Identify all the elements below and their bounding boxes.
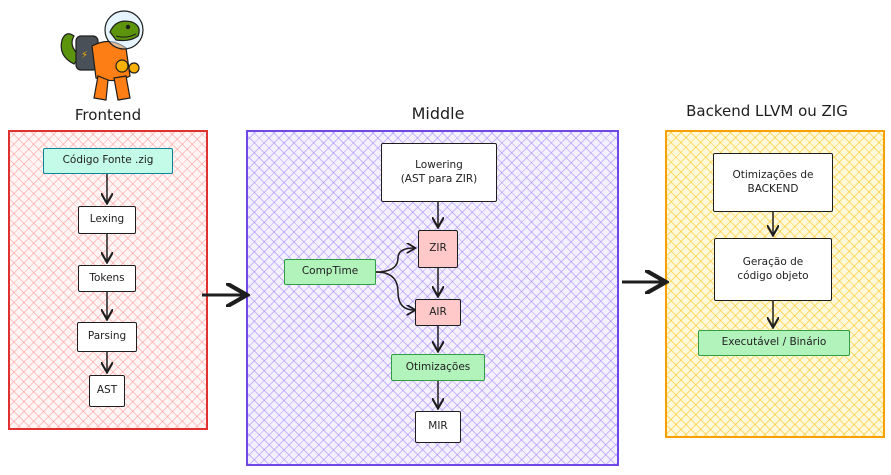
zig-mascot-icon: ⚡: [60, 10, 144, 101]
optimizations-node: Otimizações: [391, 354, 485, 381]
executable-node: Executável / Binário: [698, 330, 850, 356]
svg-text:⚡: ⚡: [81, 50, 88, 61]
ast-node: AST: [89, 375, 125, 407]
frontend-title: Frontend: [74, 106, 142, 124]
zir-node: ZIR: [418, 230, 458, 268]
comptime-node: CompTime: [284, 259, 376, 285]
air-node: AIR: [415, 299, 461, 326]
middle-title: Middle: [411, 104, 465, 123]
tokens-node: Tokens: [78, 265, 136, 292]
parsing-node: Parsing: [77, 322, 137, 352]
mir-node: MIR: [415, 411, 461, 443]
source-code-node: Código Fonte .zig: [43, 148, 173, 174]
object-code-generation-node: Geração de código objeto: [714, 238, 832, 301]
backend-optimizations-node: Otimizações de BACKEND: [713, 153, 833, 212]
lexing-node: Lexing: [78, 206, 136, 234]
lowering-node: Lowering (AST para ZIR): [381, 143, 497, 202]
frontend-panel: [8, 130, 208, 430]
backend-title: Backend LLVM ou ZIG: [686, 102, 848, 120]
